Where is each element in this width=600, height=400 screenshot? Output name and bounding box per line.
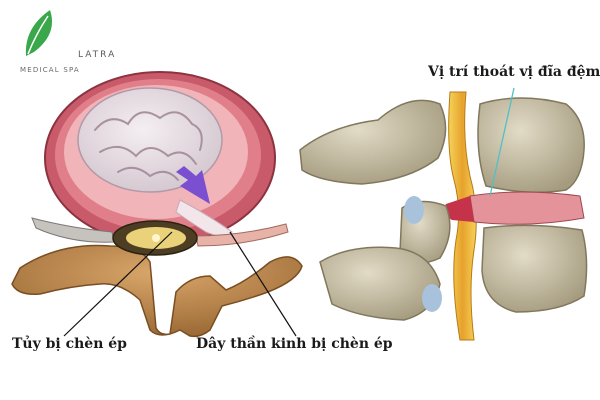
leader-line-herniation: [489, 87, 515, 197]
label-nerve-compressed: Dây thần kinh bị chèn ép: [196, 336, 393, 352]
brand-logo: LATRA MEDICAL SPA: [20, 8, 130, 78]
brand-tagline: MEDICAL SPA: [20, 66, 80, 74]
leader-line-nerve: [229, 231, 297, 337]
nucleus-folds: [94, 111, 203, 181]
brand-name: LATRA: [78, 50, 117, 60]
leader-line-cord: [63, 231, 173, 337]
leaf-icon: [25, 10, 52, 56]
herniated-disc: [469, 191, 585, 225]
facet-cartilage-1: [404, 196, 424, 224]
vertebra-base: [11, 244, 303, 338]
lower-vertebra: [481, 224, 588, 313]
herniation-protrusion: [444, 196, 474, 222]
posterior-process-lower: [319, 246, 441, 321]
facet-cartilage-2: [422, 284, 442, 312]
nucleus: [77, 87, 223, 193]
spinal-cord-center: [152, 234, 160, 242]
label-herniation-site: Vị trí thoát vị đĩa đệm: [428, 64, 600, 80]
label-spinal-cord-compressed: Tủy bị chèn ép: [12, 336, 127, 352]
disc-cross-section: [11, 71, 303, 338]
nerve-root-right: [195, 223, 289, 247]
upper-vertebra: [477, 97, 585, 193]
posterior-process-upper: [299, 99, 447, 185]
herniation-arrow-icon: [176, 166, 210, 204]
spine-lateral-view: [299, 87, 588, 341]
